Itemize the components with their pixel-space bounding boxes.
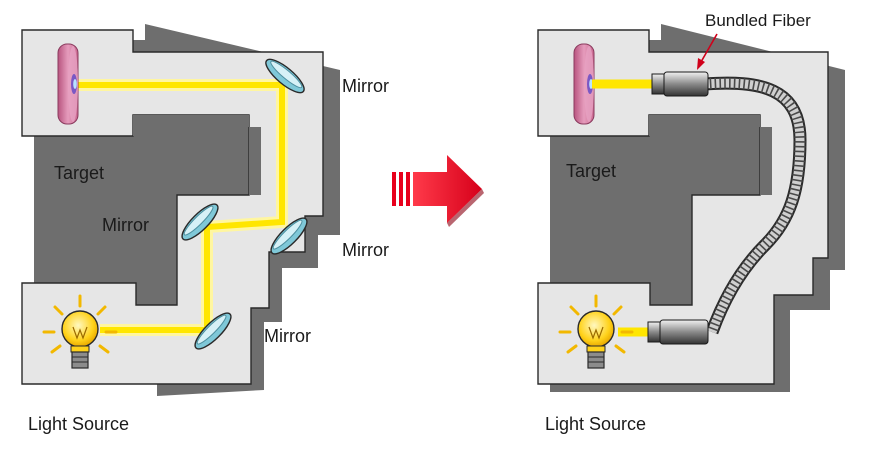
mirror-icon (181, 203, 219, 241)
left-light-source-label: Light Source (28, 414, 130, 434)
mirror-label-left: Mirror (102, 215, 149, 235)
mirror-label-bottom: Mirror (264, 326, 311, 346)
fiber-callout-arrow (697, 33, 718, 70)
mirror-icon (270, 217, 308, 255)
right-target-disc-icon (573, 43, 595, 125)
left-target-label: Target (54, 163, 105, 183)
right-light-source-label: Light Source (545, 414, 647, 434)
mirror-icon (265, 58, 305, 94)
bundled-fiber-label: Bundled Fiber (705, 11, 811, 30)
left-light-beam (72, 82, 285, 333)
fiber-connector-icon (647, 319, 709, 345)
mirror-label-top-right: Mirror (342, 76, 389, 96)
left-panel (21, 24, 340, 396)
mirror-icon (194, 312, 232, 350)
left-light-bulb-icon (42, 294, 118, 369)
fiber-connector-icon (651, 71, 709, 97)
red-arrow-icon (392, 155, 484, 227)
fiber-rings (704, 77, 806, 334)
right-panel (537, 24, 845, 392)
right-wall-inner-shadow (649, 115, 772, 195)
right-light-bulb-icon (558, 294, 634, 369)
left-wall-inner-shadow (133, 115, 261, 195)
left-target-disc-icon (57, 43, 79, 125)
mirror-label-right: Mirror (342, 240, 389, 260)
right-target-label: Target (566, 161, 617, 181)
